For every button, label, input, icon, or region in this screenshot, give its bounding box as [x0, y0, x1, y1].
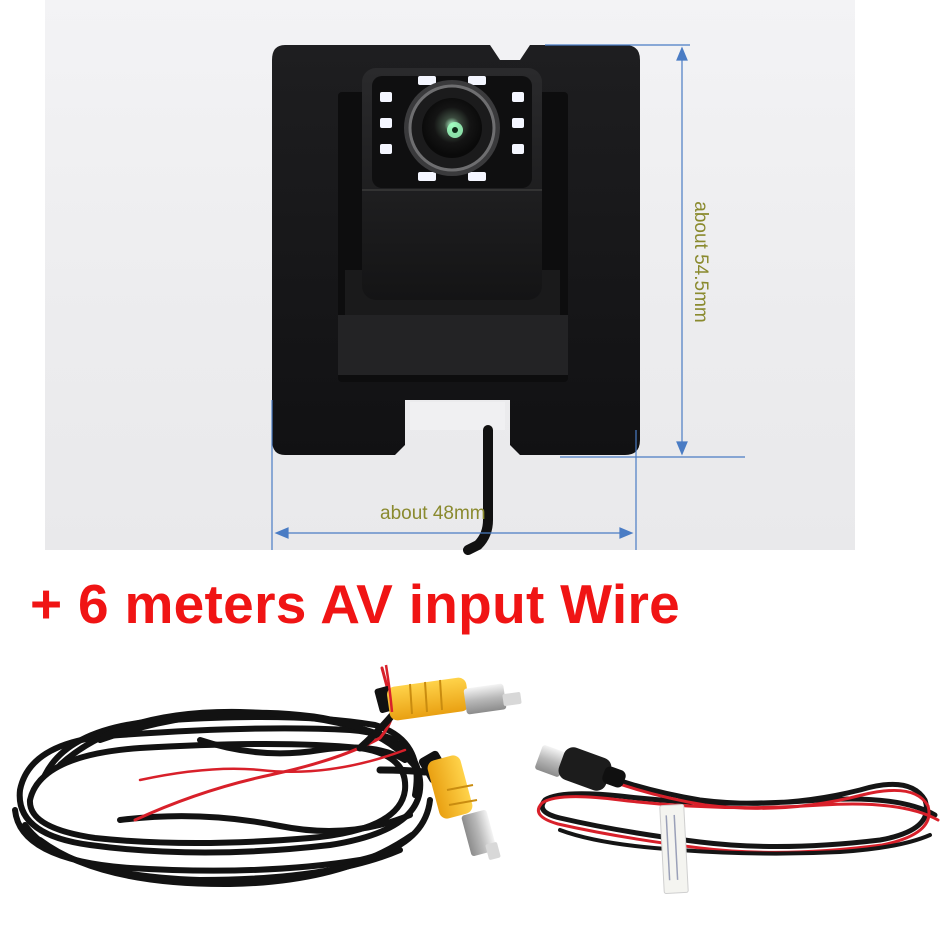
dc-power-connector [535, 745, 626, 791]
red-trigger-wire [384, 664, 394, 713]
cable-label-sticker [659, 804, 689, 894]
camera-lens [404, 80, 500, 176]
led-ring [380, 76, 524, 181]
rca-plug-lower [418, 750, 501, 860]
rca-plug-upper [374, 677, 522, 721]
width-dimension-label: about 48mm [380, 503, 486, 524]
camera-cable [463, 425, 493, 555]
height-dimension-label: about 54.5mm [690, 201, 711, 323]
dc-power-cable [537, 767, 940, 856]
headline: + 6 meters AV input Wire [30, 573, 681, 635]
rca-video-cable-coil [12, 666, 433, 888]
dimension-lines [271, 44, 745, 550]
